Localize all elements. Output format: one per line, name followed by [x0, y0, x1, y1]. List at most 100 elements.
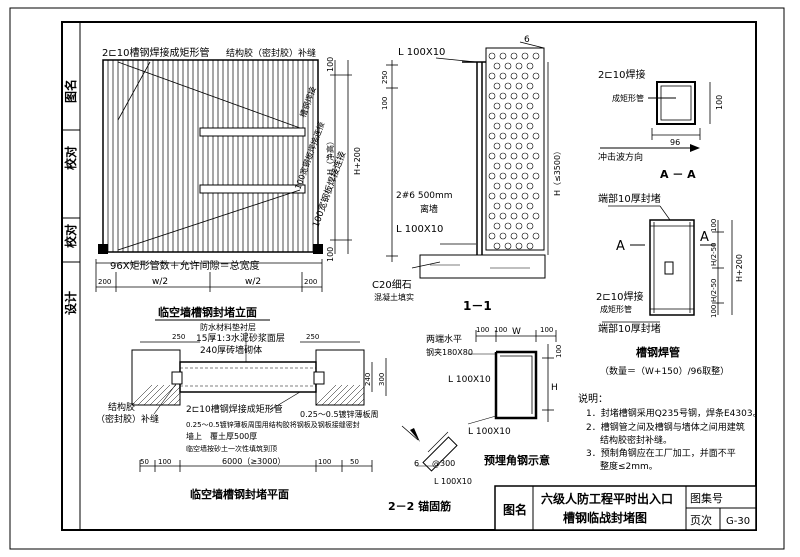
- plan-dim-250-right: 250: [306, 333, 319, 341]
- hatch-line: [357, 398, 365, 406]
- fill-circle: [499, 52, 507, 60]
- title-line-2: 槽钢临战封堵图: [563, 510, 647, 525]
- elev-dim-formula: 96X矩形管数＋允许间隙＝总宽度: [110, 259, 260, 272]
- fill-circle: [510, 92, 518, 100]
- aa-caption: A － A: [660, 168, 696, 181]
- plan-note-7: 墙上 覆土厚500厚: [186, 431, 257, 441]
- fill-circle: [532, 192, 540, 200]
- s11-angle-top: L 100X10: [398, 47, 445, 58]
- fill-circle: [510, 152, 518, 160]
- fill-circle: [510, 132, 518, 140]
- section-2-2: @300 6 L 100X10 2－2 锚固筋: [388, 425, 472, 513]
- fill-circle: [515, 82, 523, 90]
- fill-circle: [488, 92, 496, 100]
- weld-dim-h200: H+200: [735, 254, 744, 282]
- fill-circle: [499, 72, 507, 80]
- fill-circle: [515, 122, 523, 130]
- plan-note-6: 0.25～0.5镀锌薄板周围用结构胶将钢板及钢板接缝密封: [186, 420, 360, 429]
- elev-top-note-2: 结构胶（密封胶）补缝: [226, 47, 316, 59]
- weld-dim-h2-50-top: H/2-50: [710, 242, 718, 266]
- fill-circle: [526, 182, 534, 190]
- fill-circle: [521, 132, 529, 140]
- plan-wall-hatch: [131, 384, 365, 406]
- fill-circle: [526, 82, 534, 90]
- fill-circle: [504, 222, 512, 230]
- fill-circle: [521, 112, 529, 120]
- side-design-label: 设计: [63, 291, 78, 315]
- weld-label-a-right: A: [700, 230, 709, 245]
- notes-item-3b: 整度≤2mm。: [600, 460, 658, 472]
- general-notes: 说明： 1．封堵槽钢采用Q235号钢，焊条E4303。 2．槽钢管之间及槽钢与墙…: [578, 392, 762, 472]
- fill-circle: [526, 202, 534, 210]
- fill-circle: [521, 192, 529, 200]
- section11-wall: [485, 47, 545, 251]
- s11-conc-note: C20细石: [372, 278, 412, 291]
- elev-dim-200-left: 200: [98, 278, 111, 286]
- plan-note-8: 临空墙按砂土一次性填筑到顶: [186, 444, 277, 453]
- fill-circle: [488, 132, 496, 140]
- fill-circle: [488, 152, 496, 160]
- s11-dim-100: 100: [381, 97, 389, 110]
- s22-note-1: @300: [432, 459, 455, 468]
- page-value: G-30: [726, 516, 750, 527]
- notes-heading: 说明：: [578, 392, 608, 405]
- outer-frame: [9, 7, 785, 550]
- fill-circle: [504, 62, 512, 70]
- s22-note-3: L 100X10: [434, 477, 472, 486]
- elevation-view: 2⊏10槽钢焊接成矩形管 结构胶（密封胶）补缝 槽钢焊接 100宽钢板焊接连接 …: [95, 46, 362, 321]
- hatch-line: [321, 384, 343, 406]
- elev-diag-note-1: 槽钢焊接: [297, 85, 317, 118]
- hatch-line: [131, 384, 153, 406]
- hatch-line: [137, 384, 159, 406]
- fill-circle: [521, 72, 529, 80]
- fill-circle: [499, 192, 507, 200]
- fill-circle: [504, 82, 512, 90]
- fill-circle: [532, 132, 540, 140]
- plan-note-1: 防水材料垫衬层: [200, 322, 256, 332]
- fill-circle: [515, 242, 523, 250]
- drawing-no-label: 图集号: [690, 491, 723, 505]
- fill-circle: [499, 232, 507, 240]
- fill-circle: [493, 242, 501, 250]
- plan-note-3: 240厚砖墙砌体: [200, 344, 262, 356]
- fill-circle: [526, 222, 534, 230]
- angle-frame: [494, 350, 538, 420]
- fill-circle: [493, 102, 501, 110]
- page-label: 页次: [690, 513, 712, 527]
- section-a-a: 2⊏10焊接 成矩形管 100 96 冲击波方向 A － A: [598, 68, 724, 181]
- elev-dim-200-right: 200: [304, 278, 317, 286]
- angle-sketch: 两端水平 钢夹180X80 100 100 W 100 H 100 L 100X…: [426, 326, 563, 467]
- elevation-channel-bars: [107, 60, 314, 252]
- elev-dim-h-clear: H（净高）: [325, 137, 335, 175]
- fill-circle: [515, 102, 523, 110]
- fill-circle: [499, 172, 507, 180]
- fill-circle: [521, 152, 529, 160]
- fill-circle: [526, 102, 534, 110]
- angle-top-label: L 100X10: [448, 375, 491, 385]
- fill-circle: [521, 232, 529, 240]
- fill-circle: [532, 72, 540, 80]
- fill-circle: [532, 232, 540, 240]
- title-name-label: 图名: [503, 502, 527, 517]
- s11-rebar-note-2: 离墙: [420, 203, 438, 215]
- s11-dim-250: 250: [381, 71, 389, 84]
- aa-dim-96: 96: [670, 138, 680, 147]
- aa-note: 2⊏10焊接: [598, 68, 645, 81]
- fill-circle: [493, 162, 501, 170]
- hatch-line: [333, 384, 355, 406]
- s11-dim-h: H（≤3500）: [553, 147, 562, 196]
- plan-note-4: 2⊏10槽钢焊接成矩形管: [186, 403, 283, 415]
- plan-dim-240: 240: [364, 373, 372, 386]
- weld-bottom-note-2: 成矩形管: [600, 304, 632, 314]
- fill-circle: [488, 232, 496, 240]
- fill-circle: [493, 142, 501, 150]
- fill-circle: [532, 172, 540, 180]
- s11-conc-note-2: 混凝土填实: [374, 292, 414, 302]
- fill-circle: [493, 82, 501, 90]
- hatch-line: [351, 392, 365, 406]
- fill-circle: [488, 112, 496, 120]
- fill-circle: [521, 212, 529, 220]
- fill-circle: [504, 102, 512, 110]
- fill-circle: [499, 132, 507, 140]
